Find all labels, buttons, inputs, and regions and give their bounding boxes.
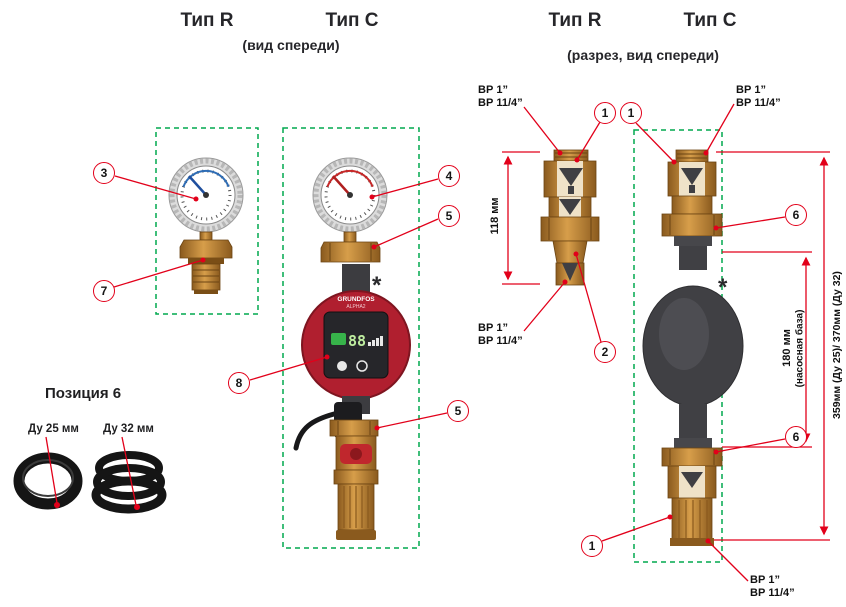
footnote-asterisk-section: * — [718, 274, 728, 301]
callout-3: 3 — [93, 162, 115, 184]
callout-5-bottom: 5 — [447, 400, 469, 422]
port-label-c-top: ВР 1” ВР 11/4” — [736, 84, 781, 110]
port-label-r-bottom: ВР 1” ВР 11/4” — [478, 322, 523, 348]
header-type-r-section: Тип R — [548, 10, 602, 31]
position6-du25-label: Ду 25 мм — [28, 423, 79, 435]
pump-button-left — [337, 361, 347, 371]
callout-7: 7 — [93, 280, 115, 302]
port-label-line1: ВР 1” — [478, 322, 508, 334]
callout-6-top: 6 — [785, 204, 807, 226]
type-r-front-assembly — [155, 127, 259, 315]
port-label-line2: ВР 11/4” — [736, 97, 781, 109]
pump-model-label: ALPHA2 — [346, 304, 365, 310]
port-label-c-bottom: ВР 1” ВР 11/4” — [750, 574, 795, 600]
union-nut-top — [320, 231, 381, 263]
position6-du32-label: Ду 32 мм — [103, 423, 154, 435]
dimension-180mm-note: (насосная база) — [794, 309, 806, 388]
port-label-line1: ВР 1” — [736, 84, 766, 96]
bottom-union-fitting-type-c — [336, 483, 376, 540]
thermometer-blue — [168, 157, 244, 233]
callout-6-bottom: 6 — [785, 426, 807, 448]
pump-display-battery-icon — [331, 333, 346, 345]
pump-brand-label: GRUNDFOS — [337, 296, 375, 303]
thermometer-red — [312, 157, 388, 233]
callout-5-top: 5 — [438, 205, 460, 227]
subtitle-section-view: (разрез, вид спереди) — [567, 47, 719, 63]
type-c-section-assembly — [633, 129, 744, 563]
callout-1-r-top: 1 — [594, 102, 616, 124]
check-valve-poppet-r — [559, 168, 583, 186]
leader-dots — [54, 150, 719, 544]
port-label-r-top: ВР 1” ВР 11/4” — [478, 84, 523, 110]
pump-button-right — [356, 360, 368, 372]
pump-display-bars-icon — [368, 336, 383, 346]
dashed-box-type-c-section — [633, 129, 723, 563]
ball-valve — [329, 419, 379, 485]
callout-4: 4 — [438, 165, 460, 187]
header-type-c-section: Тип C — [683, 10, 737, 31]
subtitle-front-view: (вид спереди) — [242, 37, 340, 53]
dimension-180mm: 180 мм — [781, 329, 793, 367]
flange-nut-top — [661, 213, 723, 237]
position6-title: Позиция 6 — [45, 385, 122, 402]
dashed-box-type-c-front — [282, 127, 420, 549]
flange-nut-bottom — [661, 447, 723, 467]
footnote-asterisk-front: * — [372, 272, 382, 299]
port-label-line2: ВР 11/4” — [478, 97, 523, 109]
header-type-r-front: Тип R — [180, 10, 234, 31]
pump-section-body — [642, 236, 744, 448]
leader-lines — [45, 103, 786, 582]
port-label-line1: ВР 1” — [478, 84, 508, 96]
callout-8: 8 — [228, 372, 250, 394]
gasket-du32 — [91, 451, 167, 514]
port-label-line2: ВР 11/4” — [750, 587, 795, 599]
check-valve-poppet-c-bottom — [681, 472, 703, 488]
port-label-line2: ВР 11/4” — [478, 335, 523, 347]
dimension-total-height: 359мм (Ду 25)/ 370мм (Ду 32) — [831, 271, 843, 419]
pump-display-value: 88 — [348, 332, 366, 350]
union-fitting-type-r — [179, 231, 233, 294]
type-r-section-assembly — [540, 149, 600, 286]
port-label-line1: ВР 1” — [750, 574, 780, 586]
type-c-front-assembly: GRUNDFOS ALPHA2 88 — [282, 127, 420, 549]
callout-2: 2 — [594, 341, 616, 363]
dimension-118mm: 118 мм — [489, 197, 501, 235]
header-type-c-front: Тип C — [325, 10, 379, 31]
pump-front: GRUNDFOS ALPHA2 88 — [301, 264, 411, 414]
callout-1-c-bottom: 1 — [581, 535, 603, 557]
callout-1-c-top: 1 — [620, 102, 642, 124]
gasket-du25 — [13, 452, 83, 510]
check-valve-poppet-c-top — [681, 168, 703, 185]
